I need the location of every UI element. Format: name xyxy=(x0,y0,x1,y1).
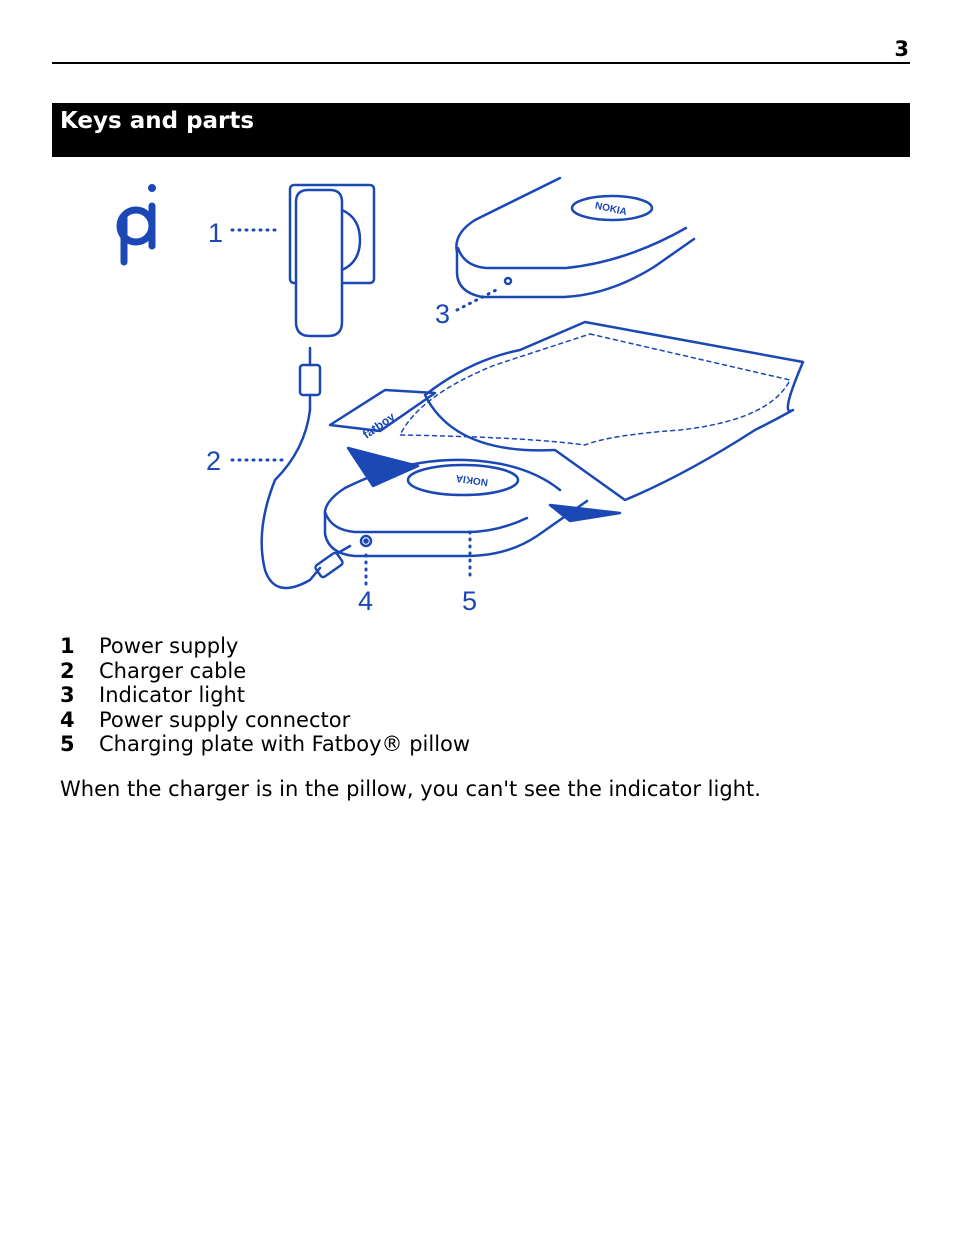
callout-leader-3 xyxy=(455,286,502,312)
callout-4-label: 4 xyxy=(358,586,373,616)
page-number: 3 xyxy=(894,37,909,61)
list-item: 1 Power supply xyxy=(60,634,470,659)
power-supply-icon xyxy=(288,183,376,338)
part-label: Charging plate with Fatboy® pillow xyxy=(99,732,471,757)
list-item: 5 Charging plate with Fatboy® pillow xyxy=(60,732,470,757)
callout-2-label: 2 xyxy=(206,446,221,476)
nokia-logo-bottom: NOKIA xyxy=(455,472,488,487)
callout-1-label: 1 xyxy=(208,218,223,248)
nokia-logo-top: NOKIA xyxy=(594,201,628,218)
list-item: 4 Power supply connector xyxy=(60,708,470,733)
part-number: 4 xyxy=(60,707,75,732)
section-header-bar: Keys and parts xyxy=(52,103,910,157)
header-rule xyxy=(52,62,910,64)
part-label: Charger cable xyxy=(99,658,247,683)
callout-3-label: 3 xyxy=(435,299,450,329)
charging-plate-bottom-icon xyxy=(323,458,589,558)
qi-logo-icon xyxy=(116,184,156,266)
charger-illustration: 1 2 3 4 5 NOKIA NOKIA fatboy xyxy=(116,176,805,616)
charging-plate-top-icon xyxy=(455,176,696,299)
part-label: Power supply xyxy=(99,634,239,658)
list-item: 3 Indicator light xyxy=(60,683,470,708)
part-number: 3 xyxy=(60,683,75,708)
fatboy-pillow-icon xyxy=(328,320,805,523)
section-title: Keys and parts xyxy=(60,108,255,134)
part-label: Power supply connector xyxy=(99,707,351,732)
part-number: 5 xyxy=(60,732,75,757)
indicator-note: When the charger is in the pillow, you c… xyxy=(60,777,761,801)
callout-5-label: 5 xyxy=(462,586,477,616)
fatboy-logo: fatboy xyxy=(360,409,398,441)
list-item: 2 Charger cable xyxy=(60,659,470,684)
part-number: 1 xyxy=(60,634,75,658)
part-label: Indicator light xyxy=(99,683,246,708)
charger-cable-icon xyxy=(260,346,352,590)
part-number: 2 xyxy=(60,658,75,683)
parts-list: 1 Power supply 2 Charger cable 3 Indicator … xyxy=(60,634,470,757)
